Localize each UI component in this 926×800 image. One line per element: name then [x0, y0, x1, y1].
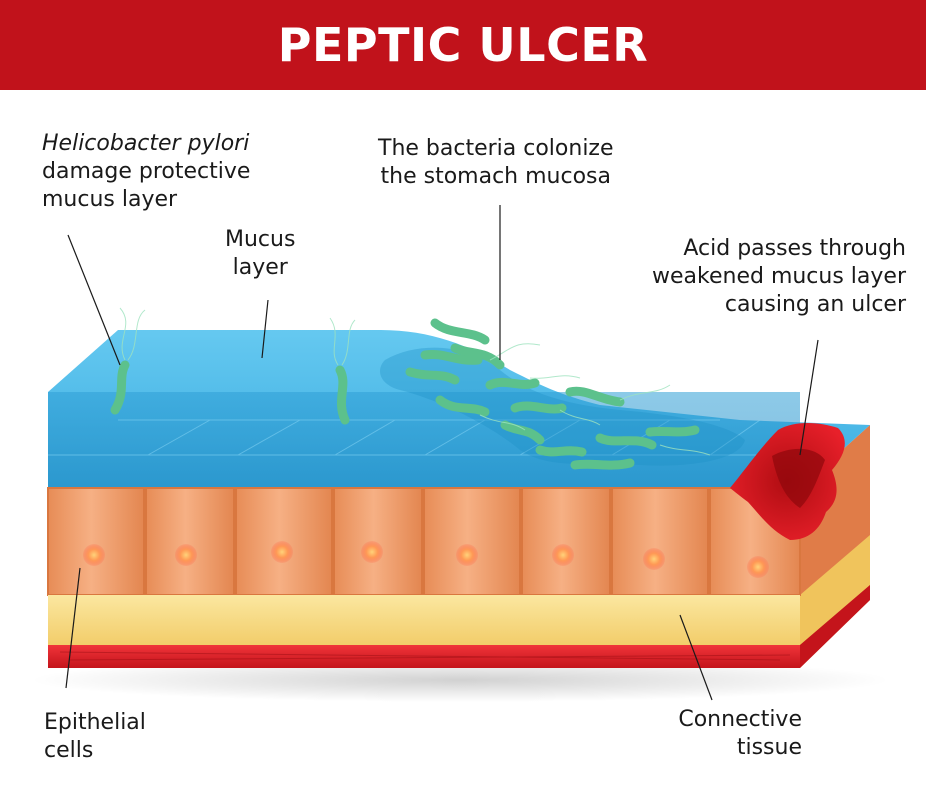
- cell: [47, 487, 145, 596]
- blood-right-side: [800, 585, 870, 668]
- epithelial-label-line1: Epithelial: [44, 710, 146, 735]
- bacterium: [570, 458, 635, 470]
- nucleus: [552, 544, 574, 566]
- mucus-pointer: [261, 299, 269, 359]
- acid-label-line1: Acid passes through: [683, 236, 906, 261]
- bacterium: [510, 401, 567, 414]
- bacterium: [335, 365, 350, 425]
- ulcer-depth: [772, 448, 825, 508]
- page-title: PEPTIC ULCER: [277, 18, 649, 72]
- acid-pointer: [799, 339, 819, 456]
- pylori-label-line1: Helicobacter pylori: [42, 131, 250, 156]
- colonize-label-line1: The bacteria colonize: [378, 136, 614, 161]
- bacterium: [450, 343, 505, 370]
- bacterium: [535, 445, 587, 457]
- bacterium: [435, 395, 490, 417]
- bacterium: [500, 420, 545, 445]
- cell: [423, 487, 521, 596]
- nucleus: [643, 548, 665, 570]
- blood-vessel-lines: [59, 651, 791, 661]
- nucleus: [747, 556, 769, 578]
- connective-label-line1: Connective: [678, 707, 802, 732]
- connective-label: Connective tissue: [678, 706, 802, 762]
- cell: [145, 487, 235, 596]
- ground-shadow: [30, 658, 890, 702]
- helicobacter-pylori-bacteria: [110, 318, 700, 470]
- bacterium: [565, 386, 625, 407]
- connective-right-side: [800, 535, 870, 645]
- colonize-label: The bacteria colonize the stomach mucosa: [378, 135, 614, 191]
- acid-label-line2: weakened mucus layer: [652, 264, 906, 289]
- bacteria-flagella: [119, 307, 711, 456]
- mucus-label-line2: layer: [232, 255, 288, 280]
- cell-nuclei: [83, 541, 769, 578]
- connective-tissue-layer: [48, 595, 800, 645]
- nucleus: [456, 544, 478, 566]
- cell: [333, 487, 423, 596]
- bacterium: [110, 360, 130, 415]
- mucus-layer-label: Mucus layer: [225, 226, 295, 282]
- colonize-label-line2: the stomach mucosa: [380, 164, 611, 189]
- connective-pointer: [679, 614, 713, 701]
- acid-label-line3: causing an ulcer: [724, 292, 906, 317]
- connective-label-line2: tissue: [736, 735, 802, 760]
- nucleus: [271, 541, 293, 563]
- bacterium: [645, 425, 700, 437]
- nucleus: [175, 544, 197, 566]
- bacterium: [595, 433, 657, 450]
- pylori-label-line2: damage protective: [42, 159, 251, 184]
- pointer-lines: [65, 205, 819, 701]
- mucus-layer-front: [48, 392, 800, 488]
- nucleus: [83, 544, 105, 566]
- cell: [521, 487, 611, 596]
- acid-label: Acid passes through weakened mucus layer…: [652, 235, 906, 319]
- pylori-pointer: [67, 234, 121, 366]
- epithelial-cells: [47, 487, 801, 596]
- cell: [611, 487, 709, 596]
- mucus-grid: [48, 419, 800, 456]
- nucleus: [361, 541, 383, 563]
- bacterium: [485, 377, 540, 390]
- pylori-label: Helicobacter pylori damage protective mu…: [42, 130, 250, 214]
- bacterium: [420, 349, 483, 365]
- mucus-label-line1: Mucus: [225, 227, 296, 252]
- pylori-label-line3: mucus layer: [42, 187, 178, 212]
- epithelial-label-line2: cells: [44, 738, 94, 763]
- epithelial-label: Epithelial cells: [44, 709, 146, 765]
- epithelial-pointer: [65, 567, 81, 689]
- bacterium: [430, 318, 490, 345]
- bacterium: [405, 367, 460, 385]
- title-banner: PEPTIC ULCER: [0, 0, 926, 90]
